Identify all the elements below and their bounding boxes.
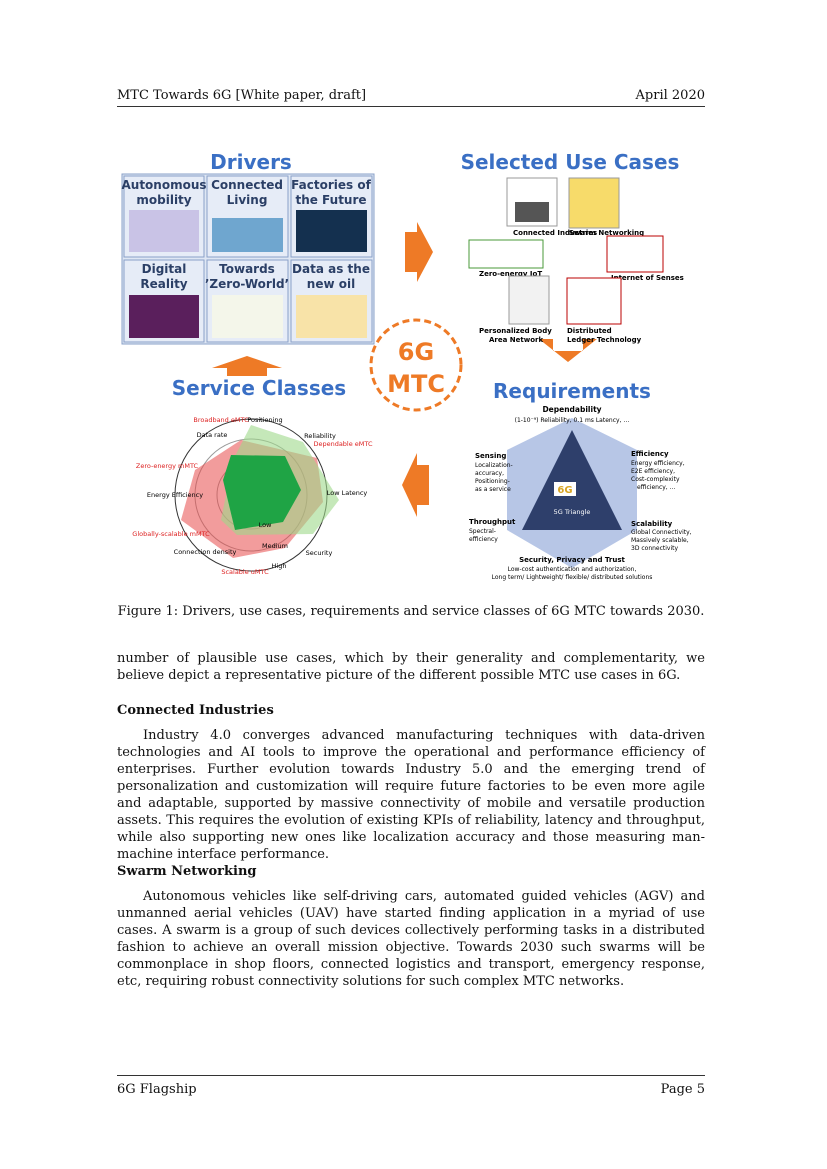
header-date: April 2020 — [636, 88, 705, 103]
driver-2-l1: Connected — [211, 178, 283, 192]
usecase-distributed-ledger: Distributed Ledger Technology — [567, 278, 642, 344]
radar-axis-reliability: Reliability — [304, 432, 336, 440]
svg-text:Internet of Senses: Internet of Senses — [611, 274, 684, 282]
req-security-l1: Low-cost authentication and authorizatio… — [508, 566, 637, 573]
req-efficiency-title: Efficiency — [631, 450, 669, 458]
req-security-title: Security, Privacy and Trust — [519, 556, 625, 564]
radar-axis-energy: Energy Efficiency — [147, 491, 203, 499]
footer-left: 6G Flagship — [117, 1082, 197, 1097]
svg-text:Distributed: Distributed — [567, 327, 612, 335]
req-throughput-title: Throughput — [469, 518, 516, 526]
figure-1: Drivers Autonomous mobility Connected Li… — [117, 140, 707, 590]
req-sensing-l4: as a service — [475, 486, 511, 493]
radar-class-global: Globally-scalable mMTC — [132, 530, 210, 538]
req-sensing-l2: accuracy, — [475, 470, 504, 477]
req-sensing-l3: Positioning- — [475, 478, 510, 485]
req-efficiency-l4: efficiency, … — [637, 484, 676, 491]
section-body-connected-industries: Industry 4.0 converges advanced manufact… — [117, 727, 705, 863]
req-logo: 6G — [557, 485, 572, 496]
radar-axis-density: Connection density — [174, 548, 237, 556]
requirements-title: Requirements — [493, 379, 651, 403]
digital-reality-image — [129, 295, 199, 338]
req-scalability-l3: 3D connectivity — [631, 545, 679, 552]
driver-4-l2: Reality — [140, 277, 187, 291]
page-number: Page 5 — [661, 1082, 705, 1097]
center-6g: 6G — [398, 338, 434, 366]
radar-axis-datarate: Data rate — [197, 431, 228, 439]
arrow-up-icon — [212, 356, 282, 376]
usecases-title: Selected Use Cases — [461, 150, 680, 174]
req-throughput-l1: Spectral- — [469, 528, 496, 535]
req-sensing-title: Sensing — [475, 452, 506, 460]
driver-5-l1: Towards — [219, 262, 275, 276]
req-sensing-l1: Localization- — [475, 462, 513, 469]
intro-paragraph: number of plausible use cases, which by … — [117, 650, 705, 684]
driver-6-l2: new oil — [307, 277, 355, 291]
driver-5-l2: ’Zero-World’ — [205, 277, 289, 291]
center-mtc: MTC — [387, 370, 445, 398]
req-efficiency-l3: Cost-complexity — [631, 476, 680, 483]
radar-axis-latency: Low Latency — [327, 489, 368, 497]
section-body-swarm-networking: Autonomous vehicles like self-driving ca… — [117, 888, 705, 990]
driver-1-l2: mobility — [136, 193, 191, 207]
service-classes-title: Service Classes — [172, 376, 346, 400]
intro-text: number of plausible use cases, which by … — [117, 650, 705, 684]
section-title-connected-industries: Connected Industries — [117, 703, 274, 718]
radar-ring-low: Low — [259, 521, 272, 529]
usecase-body-area-network: Personalized Body Area Network — [479, 276, 552, 344]
req-security-l2: Long term/ Lightweight/ flexible/ distri… — [492, 574, 653, 581]
usecase-swarm-networking: Swarm Networking — [569, 178, 644, 237]
req-efficiency-l1: Energy efficiency, — [631, 460, 685, 467]
req-scalability-l2: Massively scalable, — [631, 537, 689, 544]
page-footer: 6G Flagship Page 5 — [117, 1082, 705, 1097]
driver-3-l1: Factories of — [291, 178, 371, 192]
footer-rule — [117, 1075, 705, 1076]
svg-text:Personalized Body: Personalized Body — [479, 327, 552, 335]
driver-3-l2: the Future — [295, 193, 366, 207]
page-header: MTC Towards 6G [White paper, draft] Apri… — [117, 88, 705, 103]
svg-text:Area Network: Area Network — [489, 336, 543, 344]
autonomous-mobility-image — [129, 210, 199, 252]
req-scalability-title: Scalability — [631, 520, 673, 528]
driver-2-l2: Living — [227, 193, 268, 207]
connected-industries-text: Industry 4.0 converges advanced manufact… — [117, 727, 705, 863]
usecase-internet-of-senses: Internet of Senses — [607, 236, 684, 282]
req-efficiency-l2: E2E efficiency, — [631, 468, 675, 475]
req-scalability-l1: Global Connectivity, — [631, 529, 692, 536]
radar-class-zero-energy: Zero-energy mMTC — [136, 462, 199, 470]
connected-living-image — [212, 218, 283, 252]
radar-class-dependable: Dependable eMTC — [313, 440, 373, 448]
req-dependability-title: Dependability — [542, 405, 601, 414]
svg-text:Ledger Technology: Ledger Technology — [567, 336, 642, 344]
factories-image — [296, 210, 367, 252]
radar-ring-medium: Medium — [262, 542, 288, 550]
header-rule — [117, 106, 705, 107]
section-title-swarm-networking: Swarm Networking — [117, 864, 257, 879]
radar-class-broadband: Broadband eMTC — [193, 416, 249, 424]
arrow-left-icon — [402, 453, 429, 517]
drivers-title: Drivers — [210, 150, 292, 174]
radar-ring-high: High — [272, 562, 287, 570]
header-title: MTC Towards 6G [White paper, draft] — [117, 88, 366, 103]
arrow-right-icon — [405, 222, 433, 282]
usecase-zero-energy-iot: Zero-energy IoT — [469, 240, 543, 278]
driver-4-l1: Digital — [142, 262, 187, 276]
req-triangle: 5G Triangle — [554, 508, 591, 516]
driver-6-l1: Data as the — [292, 262, 370, 276]
radar-class-scalable: Scalable uMTC — [221, 568, 269, 576]
radar-axis-security: Security — [306, 549, 333, 557]
swarm-networking-text: Autonomous vehicles like self-driving ca… — [117, 888, 705, 990]
radar-axis-positioning: Positioning — [247, 416, 282, 424]
req-throughput-l2: efficiency — [469, 536, 498, 543]
req-dependability-text: (1-10⁻⁹) Reliability, 0.1 ms Latency, … — [515, 417, 630, 424]
zero-world-image — [212, 295, 283, 338]
driver-1-l1: Autonomous — [121, 178, 206, 192]
data-oil-image — [296, 295, 367, 338]
figure-caption: Figure 1: Drivers, use cases, requiremen… — [117, 604, 705, 619]
